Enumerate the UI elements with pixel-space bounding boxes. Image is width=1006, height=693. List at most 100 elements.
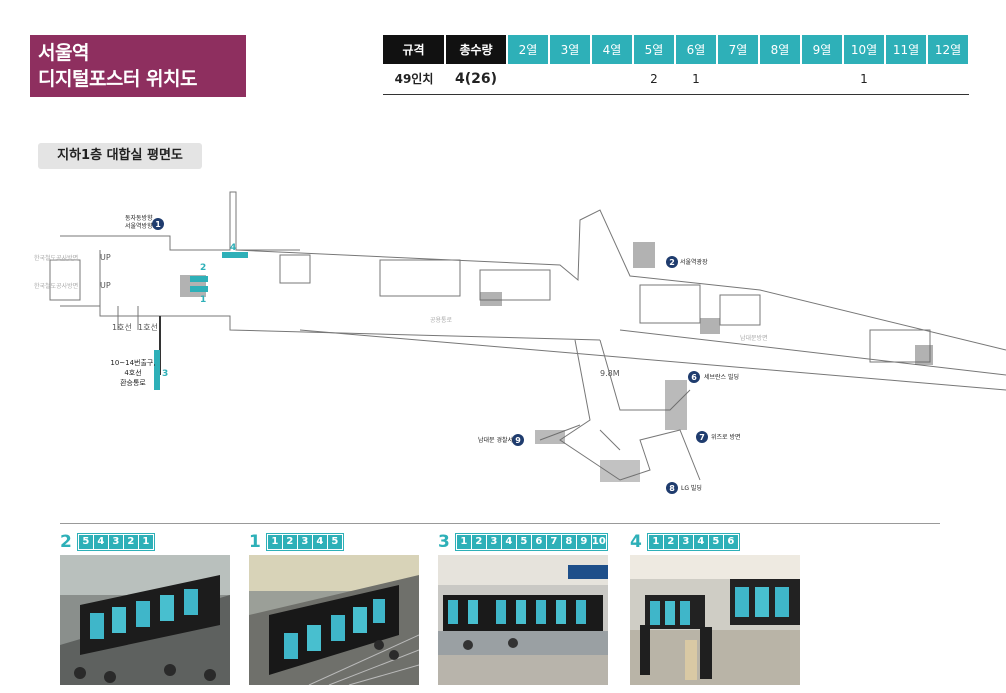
cell-col-8 — [759, 64, 801, 95]
number-box: 2 — [282, 535, 297, 549]
label-line1-b: 1호선 — [138, 323, 158, 332]
number-box: 10 — [591, 535, 606, 549]
box-group: 1 2 3 4 5 6 — [646, 533, 740, 551]
number-box: 4 — [693, 535, 708, 549]
header-col-5: 5열 — [633, 35, 676, 64]
label-up-2: UP — [100, 281, 111, 290]
badge-2: 2 — [669, 258, 675, 267]
label-transfer-3: 환승통로 — [120, 378, 146, 387]
number-box: 3 — [297, 535, 312, 549]
floor-plan-map: 2 1 4 3 1 2 6 7 8 9 동자동방향 서울역방향 서울역광장 세브… — [34, 191, 1006, 494]
number-box: 4 — [312, 535, 327, 549]
label-exit6: 세브란스 빌딩 — [704, 373, 739, 381]
box-group: 5 4 3 2 1 — [76, 533, 155, 551]
number-box: 1 — [648, 535, 663, 549]
loc-1: 1 — [200, 295, 206, 305]
label-area-right: 남대문방면 — [740, 334, 768, 342]
header-col-6: 6열 — [675, 35, 718, 64]
badge-8: 8 — [669, 484, 675, 493]
title-line-2: 디지털포스터 위치도 — [38, 68, 197, 90]
panel-num: 1 — [249, 532, 261, 552]
number-box: 2 — [123, 535, 138, 549]
loc-4: 4 — [230, 243, 236, 253]
number-box: 2 — [663, 535, 678, 549]
loc-2: 2 — [200, 263, 206, 273]
box-group: 1 2 3 4 5 — [265, 533, 344, 551]
label-exit8: LG 빌딩 — [681, 484, 702, 492]
photo-location-1 — [249, 555, 419, 685]
cell-col-10: 1 — [843, 64, 885, 95]
badge-7: 7 — [699, 433, 705, 442]
panel-num: 2 — [60, 532, 72, 552]
cell-col-9 — [801, 64, 843, 95]
number-box: 6 — [723, 535, 738, 549]
number-box: 5 — [708, 535, 723, 549]
page-title: 서울역 디지털포스터 위치도 — [30, 35, 246, 97]
number-box: 2 — [471, 535, 486, 549]
header-col-7: 7열 — [717, 35, 760, 64]
section-divider — [60, 523, 940, 524]
panel-num: 4 — [630, 532, 642, 552]
cell-col-12 — [927, 64, 969, 95]
number-box: 8 — [561, 535, 576, 549]
panel-label-4: 4 1 2 3 4 5 6 — [630, 532, 740, 552]
header-total: 총수량 — [445, 35, 508, 64]
photo-location-2 — [60, 555, 230, 685]
header-col-12: 12열 — [927, 35, 970, 64]
number-box: 9 — [576, 535, 591, 549]
number-box: 1 — [138, 535, 153, 549]
photo-location-4 — [630, 555, 800, 685]
label-up-1: UP — [100, 253, 111, 262]
header-col-11: 11열 — [885, 35, 928, 64]
badge-1: 1 — [155, 220, 161, 229]
number-box: 4 — [93, 535, 108, 549]
label-corridor: 공용통로 — [430, 317, 453, 324]
header-col-10: 10열 — [843, 35, 886, 64]
header-col-8: 8열 — [759, 35, 802, 64]
number-box: 3 — [678, 535, 693, 549]
badge-9: 9 — [515, 436, 521, 445]
number-box: 4 — [501, 535, 516, 549]
number-box: 5 — [78, 535, 93, 549]
cell-col-6: 1 — [675, 64, 717, 95]
label-side-b: 한국철도공사방면 — [34, 282, 78, 290]
number-box: 1 — [267, 535, 282, 549]
spec-table: 규격 총수량 2열 3열 4열 5열 6열 7열 8열 9열 10열 11열 1… — [383, 35, 970, 95]
spec-header-row: 규격 총수량 2열 3열 4열 5열 6열 7열 8열 9열 10열 11열 1… — [383, 35, 970, 64]
label-exit1b: 서울역방향 — [125, 222, 153, 230]
photo-location-3 — [438, 555, 608, 685]
header-spec: 규격 — [383, 35, 446, 64]
floor-tag: 지하1층 대합실 평면도 — [38, 143, 202, 169]
number-box: 7 — [546, 535, 561, 549]
badge-6: 6 — [691, 373, 697, 382]
label-exit2: 서울역광장 — [680, 258, 708, 266]
label-transfer-2: 4호선 — [124, 368, 141, 377]
label-exit1: 동자동방향 — [125, 214, 153, 222]
number-box: 3 — [108, 535, 123, 549]
header-col-4: 4열 — [591, 35, 634, 64]
header-col-3: 3열 — [549, 35, 592, 64]
panel-label-3: 3 1 2 3 4 5 6 7 8 9 10 — [438, 532, 608, 552]
label-side-a: 한국철도공사방면 — [34, 254, 78, 262]
title-line-1: 서울역 — [38, 42, 89, 64]
box-group: 1 2 3 4 5 6 7 8 9 10 — [454, 533, 608, 551]
cell-total: 4(26) — [445, 64, 507, 95]
number-box: 3 — [486, 535, 501, 549]
label-exit7: 위즈로 방면 — [711, 433, 741, 441]
label-exit9: 남대문 경찰서 — [478, 436, 513, 444]
number-box: 5 — [516, 535, 531, 549]
loc-3: 3 — [162, 369, 168, 379]
cell-spec: 49인치 — [383, 64, 445, 95]
cell-col-3 — [549, 64, 591, 95]
number-box: 6 — [531, 535, 546, 549]
number-box: 5 — [327, 535, 342, 549]
panel-label-2: 2 5 4 3 2 1 — [60, 532, 155, 552]
header-col-9: 9열 — [801, 35, 844, 64]
spec-data-row: 49인치 4(26) 2 1 1 — [383, 64, 969, 95]
panel-num: 3 — [438, 532, 450, 552]
label-line1-a: 1호선 — [112, 323, 132, 332]
cell-col-7 — [717, 64, 759, 95]
cell-col-11 — [885, 64, 927, 95]
label-transfer-1: 10~14번출구, — [110, 358, 155, 367]
panel-label-1: 1 1 2 3 4 5 — [249, 532, 344, 552]
